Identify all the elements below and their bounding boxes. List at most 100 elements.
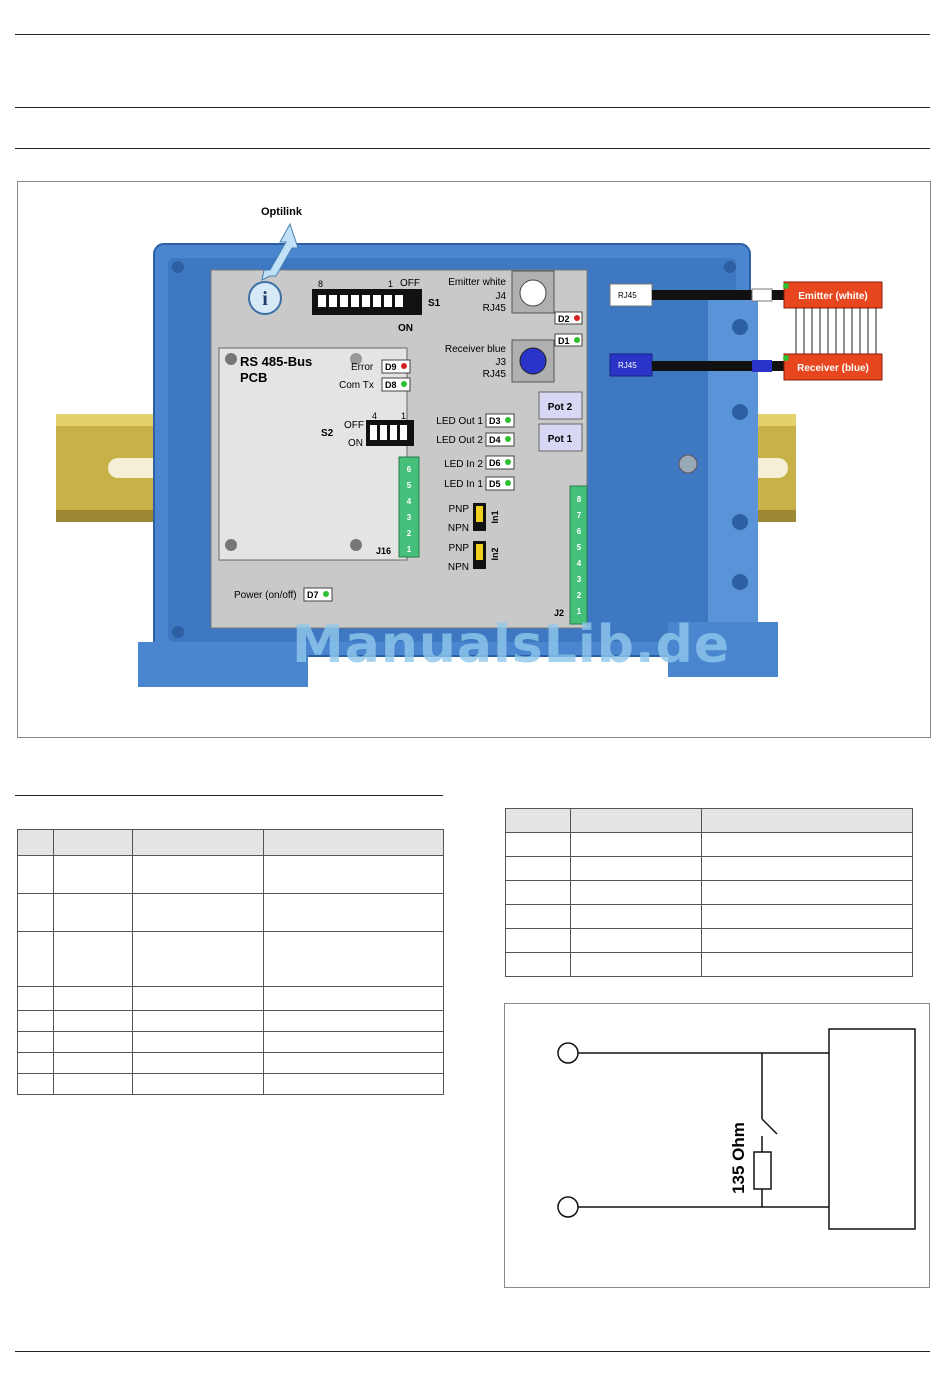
table-row	[505, 928, 913, 953]
info-symbol: i	[262, 288, 268, 310]
table-header-cell	[263, 829, 444, 856]
j16-terminal	[398, 456, 420, 558]
j3-label: J3	[495, 357, 506, 368]
s2-dip-switch	[366, 420, 414, 446]
emitter-white-label: Emitter white	[448, 277, 506, 288]
led-out2-label: LED Out 2	[436, 435, 483, 446]
d1-led	[574, 337, 580, 343]
table-header-cell	[132, 829, 264, 856]
receiver-box-label: Receiver (blue)	[797, 363, 869, 374]
emitter-cable	[652, 290, 752, 300]
switch-icon	[761, 1118, 778, 1135]
d1-led-box	[554, 333, 583, 347]
light-beams	[795, 308, 877, 354]
s2-off-label: OFF	[344, 420, 364, 431]
s2-on-label: ON	[348, 438, 363, 449]
rj45-top-label: RJ45	[618, 291, 637, 300]
terminal-top-icon	[557, 1042, 579, 1064]
module-figure: Optilink i 8 1 OFF S1 ON Emitter white J…	[56, 206, 883, 687]
table-row	[17, 893, 444, 932]
optilink-label: Optilink	[261, 206, 303, 218]
led-in1-label: LED In 1	[444, 479, 483, 490]
in2-label: In2	[490, 547, 500, 560]
d5-label: D5	[489, 479, 501, 489]
table-header-row	[17, 829, 444, 856]
d3-label: D3	[489, 416, 501, 426]
table-header-cell	[53, 829, 133, 856]
d8-led	[401, 381, 407, 387]
table-row	[17, 1052, 444, 1074]
j16-pin: 2	[407, 529, 412, 538]
s2-name: S2	[321, 428, 334, 439]
table-header-cell	[570, 808, 702, 833]
d7-label: D7	[307, 590, 319, 600]
table-header-row	[505, 808, 913, 833]
s2-left-index: 4	[372, 411, 377, 421]
resistor-icon	[753, 1151, 772, 1190]
emitter-box	[783, 281, 883, 309]
j16-pin: 6	[407, 465, 412, 474]
schematic-frame: 135 Ohm	[504, 1003, 930, 1288]
table-row	[17, 1031, 444, 1053]
header-rule-middle	[15, 107, 930, 108]
header-rule-top	[15, 34, 930, 35]
s1-left-index: 8	[318, 279, 323, 289]
pcb-title: RS 485-Bus	[240, 354, 312, 369]
d2-led-box	[554, 311, 583, 325]
table-row	[505, 832, 913, 857]
d2-label: D2	[558, 314, 570, 324]
s1-on-label: ON	[398, 323, 413, 334]
rs485-pcb	[218, 347, 408, 561]
j16-label: J16	[376, 546, 391, 556]
d6-led	[505, 459, 511, 465]
table-row	[17, 855, 444, 894]
j4-type-label: RJ45	[483, 303, 507, 314]
j2-pin: 7	[577, 511, 582, 520]
s1-name: S1	[428, 298, 441, 309]
j2-pin: 5	[577, 543, 582, 552]
rj45-bottom-label: RJ45	[618, 361, 637, 370]
emitter-box-label: Emitter (white)	[798, 291, 867, 302]
table-header-cell	[17, 829, 54, 856]
npn-label-in1: NPN	[448, 523, 469, 534]
pot2-box	[538, 391, 583, 420]
j16-pin-labels: 6 5 4 3 2 1	[407, 465, 412, 554]
j2-pin: 1	[577, 607, 582, 616]
table-row	[505, 856, 913, 881]
j2-pin: 4	[577, 559, 582, 568]
j3-type-label: RJ45	[483, 369, 507, 380]
j2-pin: 3	[577, 575, 582, 584]
table-header-cell	[505, 808, 571, 833]
pcb-subtitle: PCB	[240, 370, 267, 385]
resistor-label: 135 Ohm	[729, 1122, 748, 1194]
d7-led	[323, 591, 329, 597]
optilink-arrow-icon	[261, 222, 299, 281]
j16-pin: 3	[407, 513, 412, 522]
table-row	[17, 986, 444, 1011]
in1-label: In1	[490, 510, 500, 523]
left-table	[17, 829, 444, 1095]
d3-led	[505, 417, 511, 423]
led-in2-label: LED In 2	[444, 459, 483, 470]
j2-pin: 8	[577, 495, 582, 504]
schematic: 135 Ohm	[557, 1028, 916, 1230]
npn-label-in2: NPN	[448, 562, 469, 573]
pot2-label: Pot 2	[548, 402, 573, 413]
s1-off-label: OFF	[400, 278, 420, 289]
table-row	[17, 1073, 444, 1095]
info-icon	[248, 281, 282, 315]
table-row	[17, 931, 444, 987]
s1-dip-switch	[312, 289, 422, 315]
d9-label: D9	[385, 362, 397, 372]
table-row	[505, 952, 913, 977]
section-rule-left	[15, 795, 443, 796]
figure-frame: Optilink i 8 1 OFF S1 ON Emitter white J…	[17, 181, 931, 738]
table-row	[17, 1010, 444, 1032]
d6-label: D6	[489, 458, 501, 468]
j2-terminal	[569, 485, 588, 625]
d4-led	[505, 436, 511, 442]
com-tx-label: Com Tx	[339, 380, 374, 391]
table-row	[505, 904, 913, 929]
table-header-cell	[701, 808, 913, 833]
pot1-label: Pot 1	[548, 434, 573, 445]
